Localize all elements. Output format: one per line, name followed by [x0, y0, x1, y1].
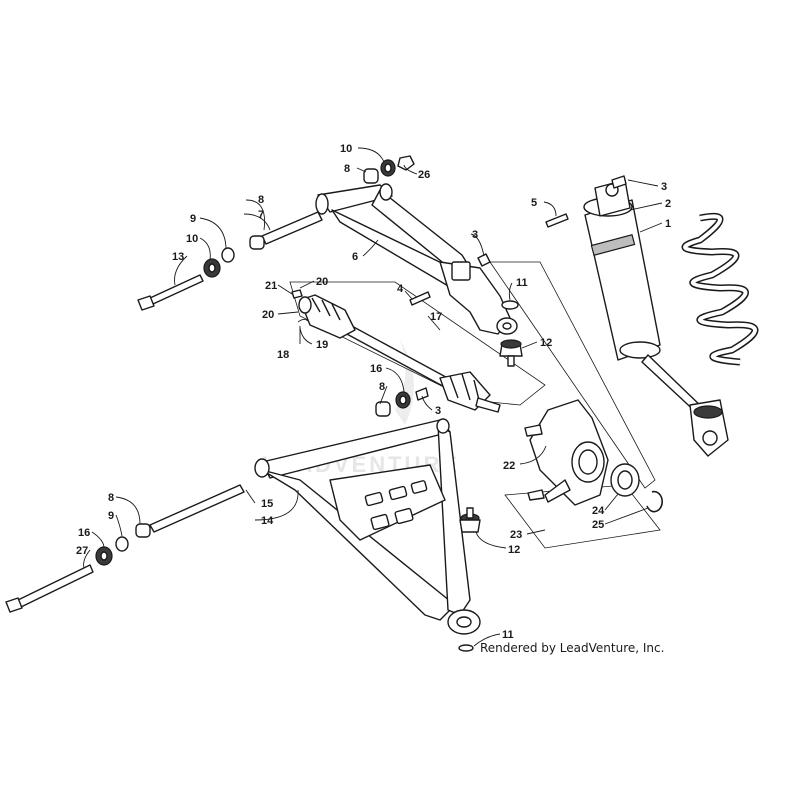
callout-8: 8	[379, 381, 385, 393]
callout-13: 13	[172, 251, 184, 263]
callout-20: 20	[316, 276, 328, 288]
callout-3: 3	[435, 405, 441, 417]
callout-labels: 10 8 26 3 5 2 1 8 7 9 10 13 6 3 20 21 4 …	[76, 143, 671, 641]
callout-22: 22	[503, 460, 515, 472]
callout-20: 20	[262, 309, 274, 321]
callout-10: 10	[340, 143, 352, 155]
callout-6: 6	[352, 251, 358, 263]
callout-10: 10	[186, 233, 198, 245]
callout-17: 17	[430, 311, 442, 323]
callout-27: 27	[76, 545, 88, 557]
callout-18: 18	[277, 349, 289, 361]
drive-shaft	[298, 294, 501, 413]
callout-11: 11	[502, 629, 514, 641]
callout-8: 8	[258, 194, 264, 206]
callout-4: 4	[397, 283, 404, 295]
callout-25: 25	[592, 519, 604, 531]
callout-9: 9	[108, 510, 114, 522]
callout-1: 1	[665, 218, 671, 230]
coil-spring	[681, 212, 759, 366]
callout-11: 11	[516, 277, 528, 289]
callout-23: 23	[510, 529, 522, 541]
shock-group-outline	[489, 261, 656, 489]
callout-14: 14	[261, 515, 274, 527]
callout-7: 7	[258, 209, 264, 221]
callout-2: 2	[665, 198, 671, 210]
upper-front-pivot-hardware	[137, 211, 323, 311]
leader-lines	[83, 147, 663, 647]
callout-3: 3	[472, 229, 478, 241]
lower-a-arm	[254, 418, 481, 635]
driveshaft-clip-parts	[291, 289, 311, 325]
lower-rear-bushing-stack	[375, 387, 429, 417]
shock-absorber	[583, 175, 729, 457]
callout-16: 16	[78, 527, 90, 539]
callout-24: 24	[592, 505, 605, 517]
callout-15: 15	[261, 498, 273, 510]
steering-knuckle	[524, 399, 609, 506]
lower-pivot-hardware	[5, 484, 245, 613]
upper-rear-bushing-stack	[363, 155, 415, 184]
upper-bolts	[409, 213, 569, 306]
callout-8: 8	[108, 492, 114, 504]
callout-9: 9	[190, 213, 196, 225]
wheel-bearing	[610, 463, 640, 497]
snap-ring	[646, 490, 663, 513]
callout-16: 16	[370, 363, 382, 375]
callout-8: 8	[344, 163, 350, 175]
upper-ball-joint	[499, 300, 523, 367]
callout-3: 3	[661, 181, 667, 193]
callout-5: 5	[531, 197, 537, 209]
callout-19: 19	[316, 339, 328, 351]
driveshaft-group-outline	[289, 281, 546, 406]
upper-a-arm	[315, 183, 518, 335]
callout-12: 12	[508, 544, 520, 556]
credit-text: Rendered by LeadVenture, Inc.	[480, 641, 664, 655]
lower-ball-joint	[458, 507, 481, 652]
callout-21: 21	[265, 280, 277, 292]
callout-26: 26	[418, 169, 430, 181]
callout-12: 12	[540, 337, 552, 349]
